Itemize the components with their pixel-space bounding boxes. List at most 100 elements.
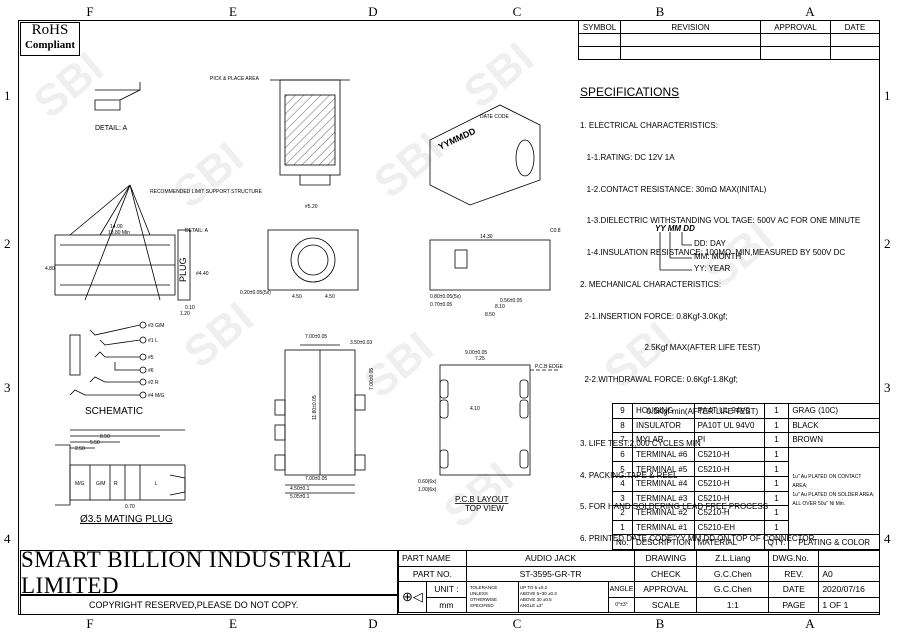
spec-title: SPECIFICATIONS xyxy=(580,85,680,100)
cell-text: 1 xyxy=(763,475,790,492)
cell-text: 1 xyxy=(763,446,790,463)
schematic-pin: #5 xyxy=(148,355,154,361)
cell-text: 3 xyxy=(612,490,633,507)
dimension: 9.00±0.05 xyxy=(465,350,487,356)
date-code-yy: YY: YEAR xyxy=(694,264,731,273)
cell-text: ALL OVER 50u" Ni Min. xyxy=(792,501,846,508)
plug-label: PLUG xyxy=(178,257,188,282)
rev-header: SYMBOL xyxy=(578,20,621,34)
cell-text: 1 xyxy=(763,461,790,477)
schematic-pin: #1 L xyxy=(148,338,158,344)
dimension: 7.00±0.05 xyxy=(369,368,375,390)
cell-text: 1 xyxy=(763,403,790,419)
cell-text: PA10T UL 94V0 xyxy=(693,417,765,434)
date-label: DATE xyxy=(768,581,820,598)
dimension: 4.50±0.1 xyxy=(290,486,310,492)
schematic-pin: #6 xyxy=(148,368,154,374)
pcb-edge-label: P.C.B EDGE xyxy=(535,364,564,370)
dimension: 4.80 xyxy=(45,266,55,272)
schematic-pin: #2 R xyxy=(148,380,159,386)
rev-header: APPROVAL xyxy=(760,20,831,34)
cell-text: PLATING & COLOR xyxy=(788,534,880,550)
dimension: #4.40 xyxy=(196,271,209,277)
dimension: 14.30 xyxy=(480,234,493,240)
cell-text: SBI xyxy=(25,43,113,128)
grid-col-label: D xyxy=(368,4,378,19)
dimension: 0.70 xyxy=(125,504,135,510)
cell-text: TERMINAL #5 xyxy=(632,461,695,477)
date-code-print: YYMMDD xyxy=(437,126,478,152)
cell-text: DESCRIPTION xyxy=(632,534,695,550)
drawing-label: DRAWING xyxy=(634,550,698,567)
grid-row-label: 4 xyxy=(884,531,891,546)
cell-text: 1u" Au PLATED ON CONTACT AREA; xyxy=(792,474,862,490)
plug-segment: R xyxy=(114,481,118,487)
cell-text: 1 xyxy=(763,417,790,434)
dwg-label: DWG.No. xyxy=(768,550,820,567)
schematic-pin: #3 G/M xyxy=(148,323,164,329)
cell-text: 1 xyxy=(763,519,790,536)
dimension: C0.8 xyxy=(550,228,561,234)
cell-text: 2 xyxy=(612,505,633,521)
spec-line: 2.5Kgf MAX(AFTER LIFE TEST) xyxy=(580,343,761,353)
dimension: 1.20 xyxy=(180,311,190,317)
cell-text: BLACK xyxy=(788,417,880,434)
tolerance-table: UP TO 5 ±0.2 ABOVE 5~30 ±0.3 ABOVE 30 ±0… xyxy=(517,581,609,613)
check-label: CHECK xyxy=(634,565,698,582)
cell-text: ABOVE 30 xyxy=(519,597,542,602)
cell-text: ANGLE xyxy=(519,603,536,608)
dimension: 14.00 xyxy=(110,224,123,230)
drawing-frame xyxy=(18,20,880,615)
approved-by: G.C.Chen xyxy=(696,581,770,598)
cell-text: MATERIAL xyxy=(693,534,765,550)
cell-text: TERMINAL #2 xyxy=(632,505,695,521)
drawn-by: Z.L.Liang xyxy=(696,550,770,567)
grid-row-label: 3 xyxy=(4,380,11,395)
dimension: 11.80±0.05 xyxy=(312,395,318,420)
scale: 1:1 xyxy=(696,596,770,613)
cell-text: 6 xyxy=(612,446,633,463)
terminal-plating: 1u" Au PLATED ON CONTACT AREA;1u" Au PLA… xyxy=(788,446,880,536)
cell-text: C5210-H xyxy=(693,461,765,477)
spec-line: 2. MECHANICAL CHARACTERISTICS: xyxy=(580,279,722,289)
grid-row-label: 1 xyxy=(4,88,11,103)
revision-table: SYMBOL REVISION APPROVAL DATE xyxy=(578,20,880,60)
cell-text: SBI xyxy=(455,33,543,118)
spec-line: 1-2.CONTACT RESISTANCE: 30mΩ MAX(INITAL) xyxy=(580,184,767,194)
grid-row-label: 3 xyxy=(884,380,891,395)
grid-col-label: C xyxy=(512,4,522,19)
grid-col-label: F xyxy=(86,4,94,19)
grid-col-label: A xyxy=(805,4,815,19)
detail-a-ref: DETAIL: A xyxy=(185,228,209,234)
pcb-layout-title: P.C.B LAYOUT xyxy=(455,495,509,504)
cell-text: ±0.2 xyxy=(538,585,548,590)
dimension: 7.25 xyxy=(475,356,485,362)
tolerance-label: TOLERANCE UNLESS OTHERWISE SPECIFIED xyxy=(465,581,519,613)
dimension: 5.05±0.1 xyxy=(290,494,310,500)
cell-text: ±3° xyxy=(536,603,544,608)
dimension: 4.50 xyxy=(325,294,335,300)
dimension: 0.60(6x) xyxy=(418,479,437,485)
cell-text: SBI xyxy=(165,133,253,218)
cell-text: No. xyxy=(612,534,633,550)
checked-by: G.C.Chen xyxy=(696,565,770,582)
company-name: SMART BILLION INDUSTRIAL LIMITED xyxy=(20,547,398,598)
spec-line: 1. ELECTRICAL CHARACTERISTICS: xyxy=(580,120,718,130)
part-name: AUDIO JACK xyxy=(465,550,636,567)
date-code-dd: DD: DAY xyxy=(694,239,726,248)
cell-text: TERMINAL #4 xyxy=(632,475,695,492)
pick-place-label: PICK & PLACE AREA xyxy=(210,76,260,82)
cell-text: PA4T UL 94V0 xyxy=(693,403,765,419)
cell-text: QTY. xyxy=(763,534,790,550)
cell-text: TERMINAL #1 xyxy=(632,519,695,536)
dimension: 7.00±0.05 xyxy=(305,476,327,482)
cell-text: 5 xyxy=(612,461,633,477)
revision: A0 xyxy=(818,565,880,582)
